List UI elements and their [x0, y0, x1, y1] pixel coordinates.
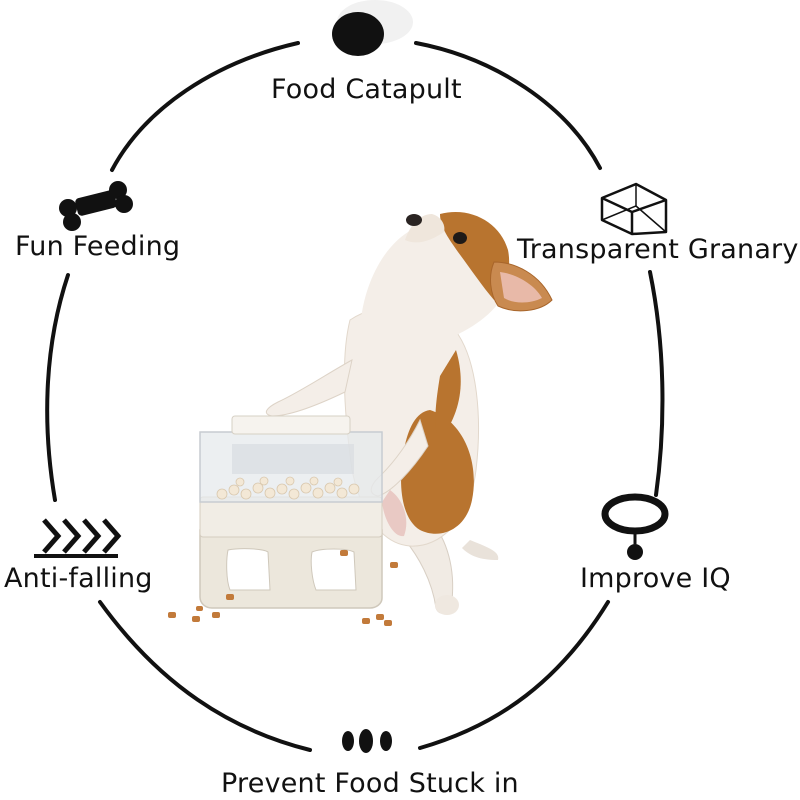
ring-arc-top-left — [110, 41, 300, 172]
feeder-illustration — [199, 415, 383, 609]
transparent-cube-icon — [600, 182, 668, 236]
improve-iq-label: Improve IQ — [580, 563, 731, 594]
scattered-kibble — [168, 550, 398, 626]
fun-feeding-label: Fun Feeding — [15, 231, 181, 262]
chevrons-icon — [34, 518, 122, 558]
food-catapult-label: Food Catapult — [271, 74, 462, 105]
transparent-granary-label: Transparent Granary — [517, 234, 799, 265]
prevent-food-stuck-label: Prevent Food Stuck in — [221, 768, 519, 799]
three-dots-icon — [342, 729, 392, 753]
ring-arc-bottom-left — [98, 600, 312, 752]
anti-falling-label: Anti-falling — [4, 563, 153, 594]
ring-arc-right — [648, 270, 665, 497]
bone-icon — [59, 181, 133, 231]
ring-arc-left — [45, 273, 70, 502]
food-pellet-icon — [332, 0, 413, 56]
dog-illustration — [265, 211, 553, 615]
ring-arc-top-right — [414, 41, 602, 170]
ring-arc-bottom-right — [418, 600, 610, 750]
dog-collar-icon — [601, 493, 669, 560]
